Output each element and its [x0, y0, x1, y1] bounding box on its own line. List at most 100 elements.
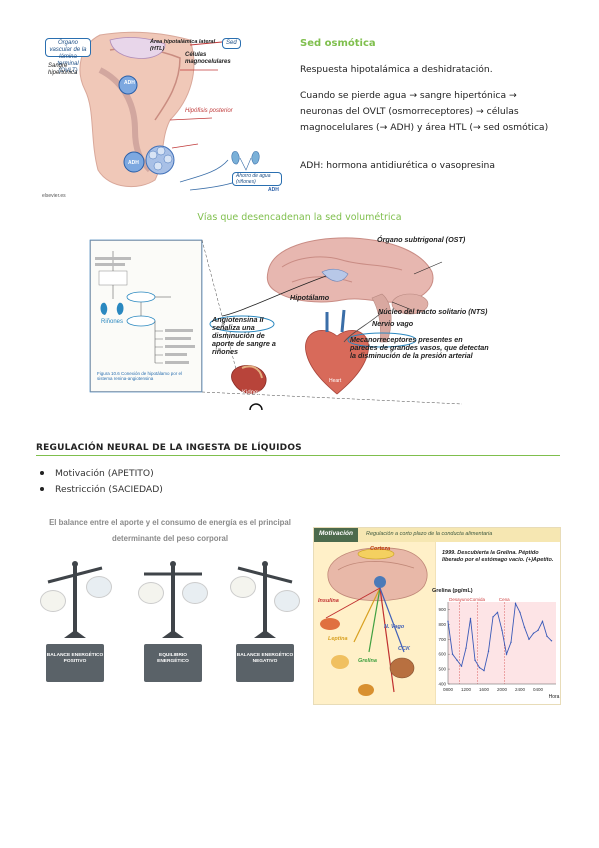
- grelina-data-point: [469, 617, 472, 620]
- y-tick-label: 900: [438, 607, 446, 612]
- food-plate: [138, 582, 164, 604]
- scale-negative: BALANCE ENERGÉTICO NEGATIVO: [230, 552, 300, 717]
- exercise-plate: [86, 576, 112, 598]
- scale-equilibrium: EQUILIBRIO ENERGÉTICO: [138, 552, 208, 717]
- osmotic-thirst-figure: Órgano vascular de la lámina terminal (O…: [40, 30, 290, 200]
- grelina-data-point: [519, 611, 521, 614]
- grelina-data-point: [546, 635, 548, 637]
- grelina-data-point: [537, 629, 539, 632]
- volumetric-illustration: [89, 237, 463, 410]
- leptina-label: Leptina: [328, 636, 348, 642]
- grelina-data-point: [496, 611, 499, 614]
- grelina-series-line: [447, 601, 552, 672]
- chart-ylabel: Grelina (pg/mL): [432, 588, 473, 594]
- grelina-data-point: [523, 626, 526, 629]
- corteza-label: Corteza: [370, 546, 391, 552]
- y-tick-label: 500: [438, 667, 446, 672]
- y-tick-label: 400: [438, 682, 446, 687]
- x-tick-label: 0400: [533, 687, 544, 692]
- grelina-data-point: [514, 602, 517, 605]
- sed-label: Sed: [222, 38, 241, 49]
- nervio-vago-label: Nervio vago: [372, 319, 414, 328]
- exercise-plate: [182, 582, 208, 604]
- htl-area-label: Área hipotalámica lateral (HTL): [150, 39, 216, 52]
- ost-label: Órgano subtrigonal (OST): [377, 235, 466, 244]
- figure-credit: elsevier.es: [42, 193, 66, 199]
- angiotensina-label: Angiotensina II señaliza una disminución…: [212, 315, 276, 356]
- grelina-data-point: [487, 650, 490, 652]
- bullet-motivacion: Motivación (APETITO): [40, 468, 154, 479]
- grelina-label: Grelina: [358, 658, 377, 664]
- paragraph-cuando: Cuando se pierde agua → sangre hipertóni…: [300, 90, 549, 133]
- grelina-data-point: [510, 641, 512, 643]
- grelina-data-point: [528, 638, 530, 640]
- food-plate: [40, 590, 66, 612]
- scale-icon: [47, 561, 103, 638]
- grelina-data-point: [483, 669, 485, 672]
- grelina-data-point: [447, 620, 449, 623]
- meal-annotation-0: Desayuno: [449, 597, 470, 602]
- grelina-data-point: [465, 647, 467, 649]
- paragraph-adh: ADH: hormona antidiurética o vasopresina: [300, 160, 495, 171]
- hypothalamus-illustration: [79, 31, 260, 191]
- scale-positive: BALANCE ENERGÉTICO POSITIVO: [40, 552, 112, 717]
- rinones-label: Riñones: [101, 319, 124, 325]
- grelina-note: 1999. Descubierta la Grelina. Péptido li…: [442, 550, 554, 563]
- x-tick-label: 1600: [479, 687, 490, 692]
- balance-positive-tag: BALANCE ENERGÉTICO POSITIVO: [46, 644, 104, 682]
- heading-rule: [36, 455, 560, 456]
- adh-label-1: ADH: [124, 80, 135, 86]
- paragraph-respuesta: Respuesta hipotalámica a deshidratación.: [300, 64, 493, 75]
- grelina-data-point: [532, 632, 535, 635]
- renin-angiotensin-diagram: [95, 251, 195, 364]
- mecanorreceptores-label: Mecanorreceptores presentes en paredes d…: [350, 335, 489, 360]
- celulas-label: Células magnocelulares: [185, 52, 231, 65]
- motivation-tab: Motivación: [314, 528, 358, 542]
- adh-label-2: ADH: [128, 160, 139, 166]
- y-tick-label: 700: [438, 637, 446, 642]
- meal-annotation-1: Comida: [469, 597, 485, 602]
- grelina-data-point: [460, 665, 463, 667]
- motivation-subtitle: Regulación a corto plazo de la conducta …: [366, 531, 493, 537]
- grelina-data-point: [474, 659, 476, 661]
- sangre-label: Sangre hipertónica: [48, 63, 78, 76]
- food-plate: [230, 576, 256, 598]
- bullet-restriccion: Restricción (SACIEDAD): [40, 484, 163, 495]
- x-tick-label: 2400: [515, 687, 526, 692]
- y-tick-label: 600: [438, 652, 446, 657]
- grelina-data-point: [451, 653, 454, 655]
- heart-label: Heart: [329, 378, 342, 384]
- chart-xlabel: Hora: [549, 694, 560, 700]
- hipotalamo-label: Hipotálamo: [290, 293, 330, 302]
- volumetric-thirst-figure: Riñones Figura 10.6 Conexión de hipotála…: [82, 232, 516, 410]
- grelina-data-point: [492, 616, 494, 618]
- energy-balance-figure: El balance entre el aporte y el consumo …: [40, 514, 300, 704]
- nts-label: Núcleo del tracto solitario (NTS): [378, 307, 488, 316]
- balance-title-line1: El balance entre el aporte y el consumo …: [49, 518, 291, 527]
- chart-plot-area: [448, 602, 556, 684]
- insulina-label: Insulina: [318, 598, 339, 604]
- scale-icon: [144, 561, 202, 638]
- adh-label-3: ADH: [268, 187, 279, 193]
- vago-label: N. Vago: [384, 624, 405, 630]
- scale-icon: [237, 561, 293, 638]
- bullet-text: Restricción (SACIEDAD): [55, 484, 163, 495]
- motivation-figure: Motivación Regulación a corto plazo de l…: [313, 527, 561, 705]
- inset-diagram: Riñones Figura 10.6 Conexión de hipotála…: [90, 240, 202, 392]
- grelina-data-point: [478, 666, 481, 669]
- vias-sed-title: Vías que desencadenan la sed volumétrica: [197, 212, 402, 223]
- cck-label: CCK: [398, 646, 410, 652]
- bullet-dot: [40, 471, 44, 475]
- x-tick-label: 2000: [497, 687, 508, 692]
- grelina-data-point: [541, 620, 544, 623]
- grelina-data-point: [456, 659, 458, 661]
- motivation-header: [314, 528, 560, 542]
- hipofisis-label: Hipófisis posterior: [185, 108, 233, 114]
- regulacion-heading: REGULACIÓN NEURAL DE LA INGESTA DE LÍQUI…: [36, 443, 302, 453]
- grelina-data-point: [550, 640, 553, 642]
- grelina-data-point: [505, 653, 508, 655]
- ovlt-label: Órgano vascular de la lámina terminal (O…: [45, 38, 91, 74]
- balance-equilibrium-tag: EQUILIBRIO ENERGÉTICO: [144, 644, 202, 682]
- kidney-label: Kidney: [242, 390, 261, 396]
